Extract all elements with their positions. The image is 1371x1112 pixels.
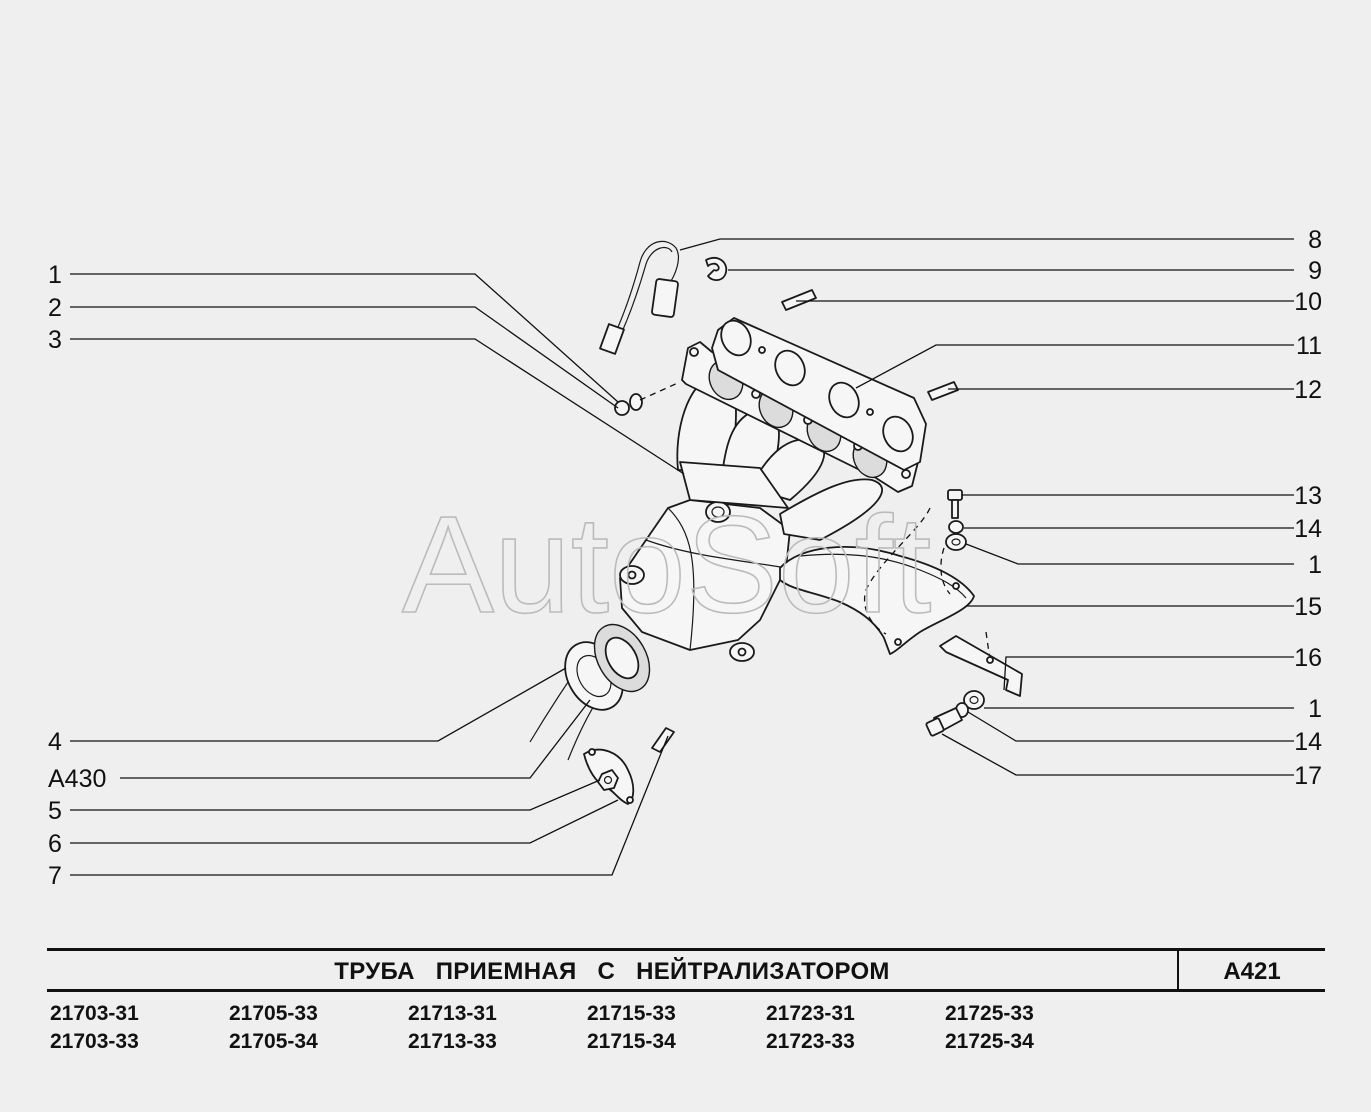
title-block: ТРУБА ПРИЕМНАЯ С НЕЙТРАЛИЗАТОРОМ A421 bbox=[47, 948, 1325, 992]
nut-5 bbox=[597, 769, 619, 791]
washer-1-upper bbox=[945, 533, 967, 551]
washer-1-lower bbox=[963, 690, 985, 710]
callout-6: 6 bbox=[48, 830, 62, 858]
model-code: 21713-33 bbox=[408, 1030, 497, 1053]
title-divider bbox=[1177, 951, 1179, 989]
model-code: 21723-33 bbox=[766, 1030, 855, 1053]
model-code: 21713-31 bbox=[408, 1002, 497, 1025]
callout-13: 13 bbox=[1294, 482, 1322, 510]
model-code: 21715-33 bbox=[587, 1002, 676, 1025]
callout-17: 17 bbox=[1294, 762, 1322, 790]
model-list: 21703-31 21703-33 21705-33 21705-34 2171… bbox=[50, 1002, 1150, 1062]
model-code: 21705-33 bbox=[229, 1002, 318, 1025]
model-code: 21703-31 bbox=[50, 1002, 139, 1025]
callout-9: 9 bbox=[1308, 257, 1322, 285]
model-code: 21715-34 bbox=[587, 1030, 676, 1053]
model-code: 21725-34 bbox=[945, 1030, 1034, 1053]
callout-12: 12 bbox=[1294, 376, 1322, 404]
callout-7: 7 bbox=[48, 862, 62, 890]
callout-14-lower: 14 bbox=[1294, 728, 1322, 756]
model-code: 21723-31 bbox=[766, 1002, 855, 1025]
callout-a430: A430 bbox=[48, 765, 106, 793]
leader-lines bbox=[70, 238, 1294, 876]
parts-illustration bbox=[529, 240, 1023, 805]
bolt-17 bbox=[925, 707, 963, 737]
callout-3: 3 bbox=[48, 326, 62, 354]
callout-5: 5 bbox=[48, 797, 62, 825]
callout-2: 2 bbox=[48, 294, 62, 322]
model-code: 21725-33 bbox=[945, 1002, 1034, 1025]
sensor-clip bbox=[705, 257, 728, 281]
callouts-left: 1 2 3 4 A430 5 6 7 bbox=[48, 261, 106, 890]
stud-7 bbox=[651, 727, 675, 753]
callout-1-lower-right: 1 bbox=[1308, 695, 1322, 723]
model-code: 21703-33 bbox=[50, 1030, 139, 1053]
watermark: AutoSoft bbox=[402, 488, 931, 642]
stud-10 bbox=[781, 289, 817, 311]
callout-8: 8 bbox=[1308, 226, 1322, 254]
nut-2 bbox=[614, 393, 643, 416]
callout-4: 4 bbox=[48, 728, 62, 756]
callout-11: 11 bbox=[1296, 332, 1322, 360]
stud-12 bbox=[927, 381, 959, 401]
callout-15: 15 bbox=[1294, 593, 1322, 621]
callout-1: 1 bbox=[48, 261, 62, 289]
diagram-code: A421 bbox=[1223, 958, 1281, 985]
callout-16: 16 bbox=[1294, 644, 1322, 672]
model-code: 21705-34 bbox=[229, 1030, 318, 1053]
callout-1-upper-right: 1 bbox=[1308, 551, 1322, 579]
callout-10: 10 bbox=[1294, 288, 1322, 316]
washer-14-upper bbox=[948, 520, 964, 534]
manifold-gasket bbox=[711, 317, 927, 471]
outlet-flange bbox=[593, 623, 651, 693]
catalytic-converter bbox=[619, 499, 791, 662]
bracket bbox=[939, 635, 1023, 697]
callouts-right: 8 9 10 11 12 13 14 1 15 16 1 14 17 bbox=[1294, 226, 1322, 790]
callout-14-upper: 14 bbox=[1294, 515, 1322, 543]
oxygen-sensor bbox=[599, 240, 680, 355]
diagram-title: ТРУБА ПРИЕМНАЯ С НЕЙТРАЛИЗАТОРОМ bbox=[334, 958, 890, 985]
bolt-13 bbox=[947, 489, 963, 519]
heat-shield bbox=[779, 546, 975, 655]
